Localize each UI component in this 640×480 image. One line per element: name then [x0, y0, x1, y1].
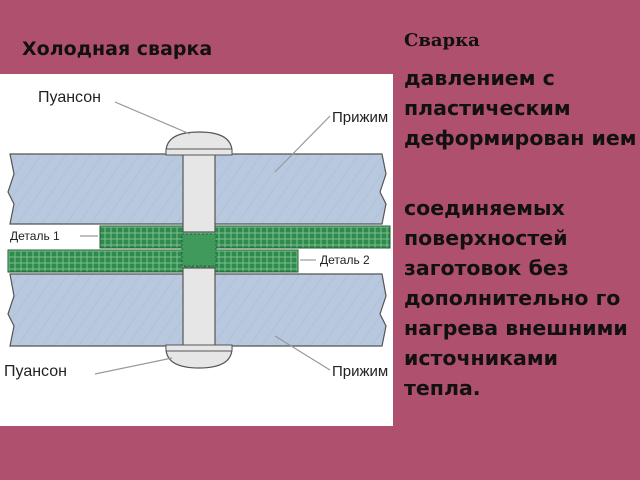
cold-welding-diagram: Пуансон Прижим Деталь 1 Деталь 2 Пуансон… [0, 74, 393, 426]
part-2 [7, 249, 299, 273]
weld-zone [181, 233, 217, 267]
label-clamp-top: Прижим [332, 109, 388, 126]
title-band [0, 30, 393, 74]
slide-title: Холодная сварка [22, 38, 213, 60]
label-part-1: Деталь 1 [10, 229, 60, 243]
label-punch-bottom: Пуансон [4, 363, 67, 380]
part-1 [99, 225, 391, 249]
right-heading: Сварка [404, 30, 480, 51]
label-part-2: Деталь 2 [320, 253, 370, 267]
upper-punch [165, 131, 233, 233]
lower-punch [165, 267, 233, 369]
definition-text-2: соединяемых поверхностей заготовок без д… [404, 196, 628, 400]
definition-text-1: давлением с пластическим деформирован ие… [404, 66, 637, 150]
label-clamp-bottom: Прижим [332, 363, 388, 380]
label-punch-top: Пуансон [38, 89, 101, 106]
